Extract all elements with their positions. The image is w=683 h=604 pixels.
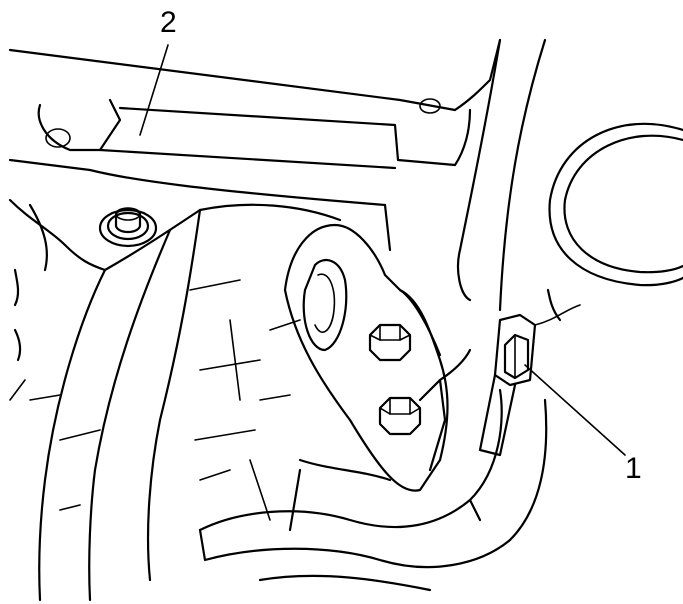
callout-label-2: 2 [160,6,177,39]
mount-bracket [283,223,472,492]
bracket-bolt-upper [368,323,412,362]
leader-lines [139,44,626,456]
transmission-housing [8,198,342,602]
leader-line-2 [139,44,169,136]
bolt-left [98,207,158,248]
bracket-bolt-lower [378,396,422,436]
round-opening [548,122,683,287]
crossmember [8,38,502,252]
leader-line-1 [524,364,626,456]
callout-label-1: 1 [625,452,642,485]
strap [198,388,548,592]
side-member [456,38,581,326]
clip-nut [478,313,537,457]
